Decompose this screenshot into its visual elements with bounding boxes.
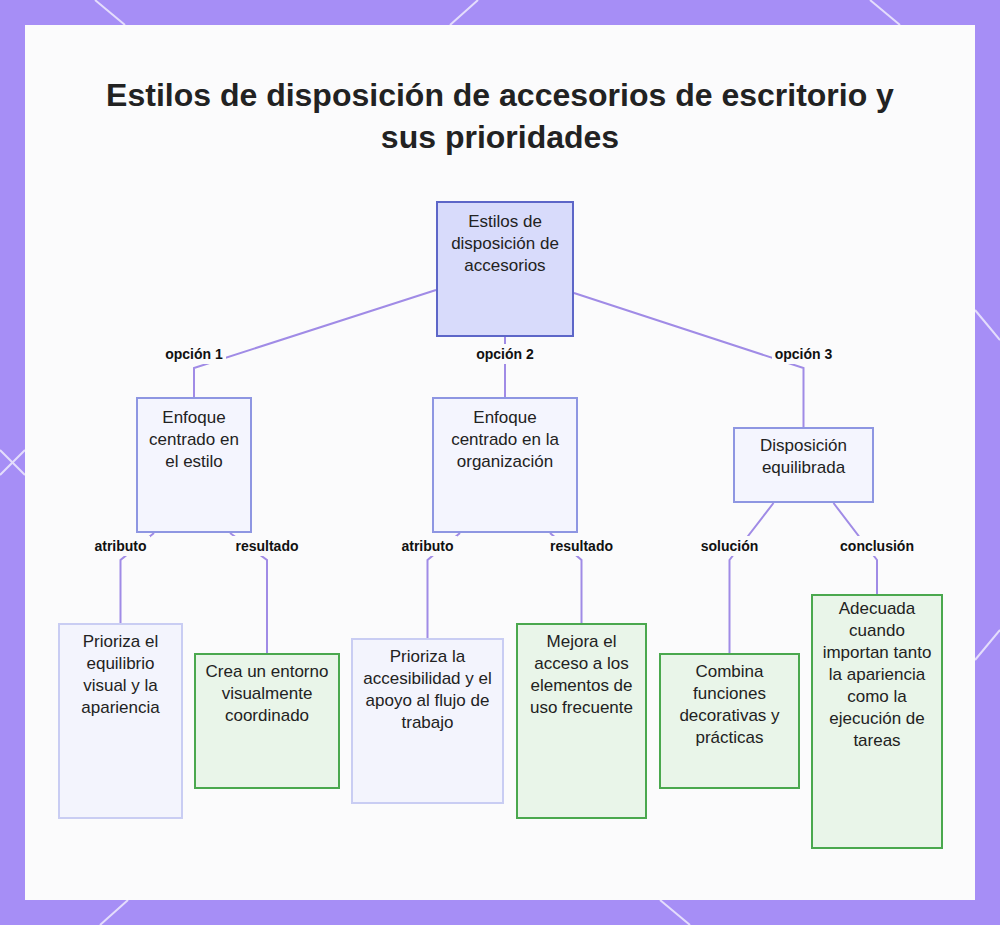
- connector-line: [730, 503, 774, 653]
- node-text: Combina funciones decorativas y práctica…: [669, 661, 790, 749]
- node-text: Mejora el acceso a los elementos de uso …: [526, 631, 637, 719]
- category-box: Disposición equilibrada: [733, 427, 874, 503]
- edge-label: solución: [698, 536, 762, 556]
- node-text: Prioriza la accesibilidad y el apoyo al …: [361, 646, 494, 734]
- edge-label: opción 2: [473, 344, 537, 364]
- category-box: Prioriza el equilibrio visual y la apari…: [58, 623, 183, 819]
- result-box: Adecuada cuando importan tanto la aparie…: [811, 594, 943, 849]
- connector-line: [574, 293, 804, 427]
- root-box: Estilos de disposición de accesorios: [436, 201, 574, 337]
- node-text: Estilos de disposición de accesorios: [446, 211, 564, 277]
- node-text: Disposición equilibrada: [743, 435, 864, 479]
- edge-label: atributo: [398, 536, 456, 556]
- result-box: Mejora el acceso a los elementos de uso …: [516, 623, 647, 819]
- result-box: Combina funciones decorativas y práctica…: [659, 653, 800, 789]
- edge-label: atributo: [91, 536, 149, 556]
- edge-label: conclusión: [837, 536, 917, 556]
- category-box: Enfoque centrado en el estilo: [136, 397, 252, 533]
- edge-label: resultado: [232, 536, 301, 556]
- diagram-title: Estilos de disposición de accesorios de …: [100, 74, 900, 158]
- node-text: Enfoque centrado en el estilo: [146, 407, 242, 473]
- node-text: Crea un entorno visualmente coordinado: [204, 661, 330, 727]
- edge-label: opción 3: [772, 344, 836, 364]
- node-text: Adecuada cuando importan tanto la aparie…: [821, 598, 933, 752]
- category-box: Prioriza la accesibilidad y el apoyo al …: [351, 638, 504, 804]
- category-box: Enfoque centrado en la organización: [432, 397, 578, 533]
- edge-label: opción 1: [162, 344, 226, 364]
- node-text: Enfoque centrado en la organización: [442, 407, 568, 473]
- result-box: Crea un entorno visualmente coordinado: [194, 653, 340, 789]
- edge-label: resultado: [547, 536, 616, 556]
- connector-line: [194, 290, 436, 397]
- node-text: Prioriza el equilibrio visual y la apari…: [68, 631, 173, 719]
